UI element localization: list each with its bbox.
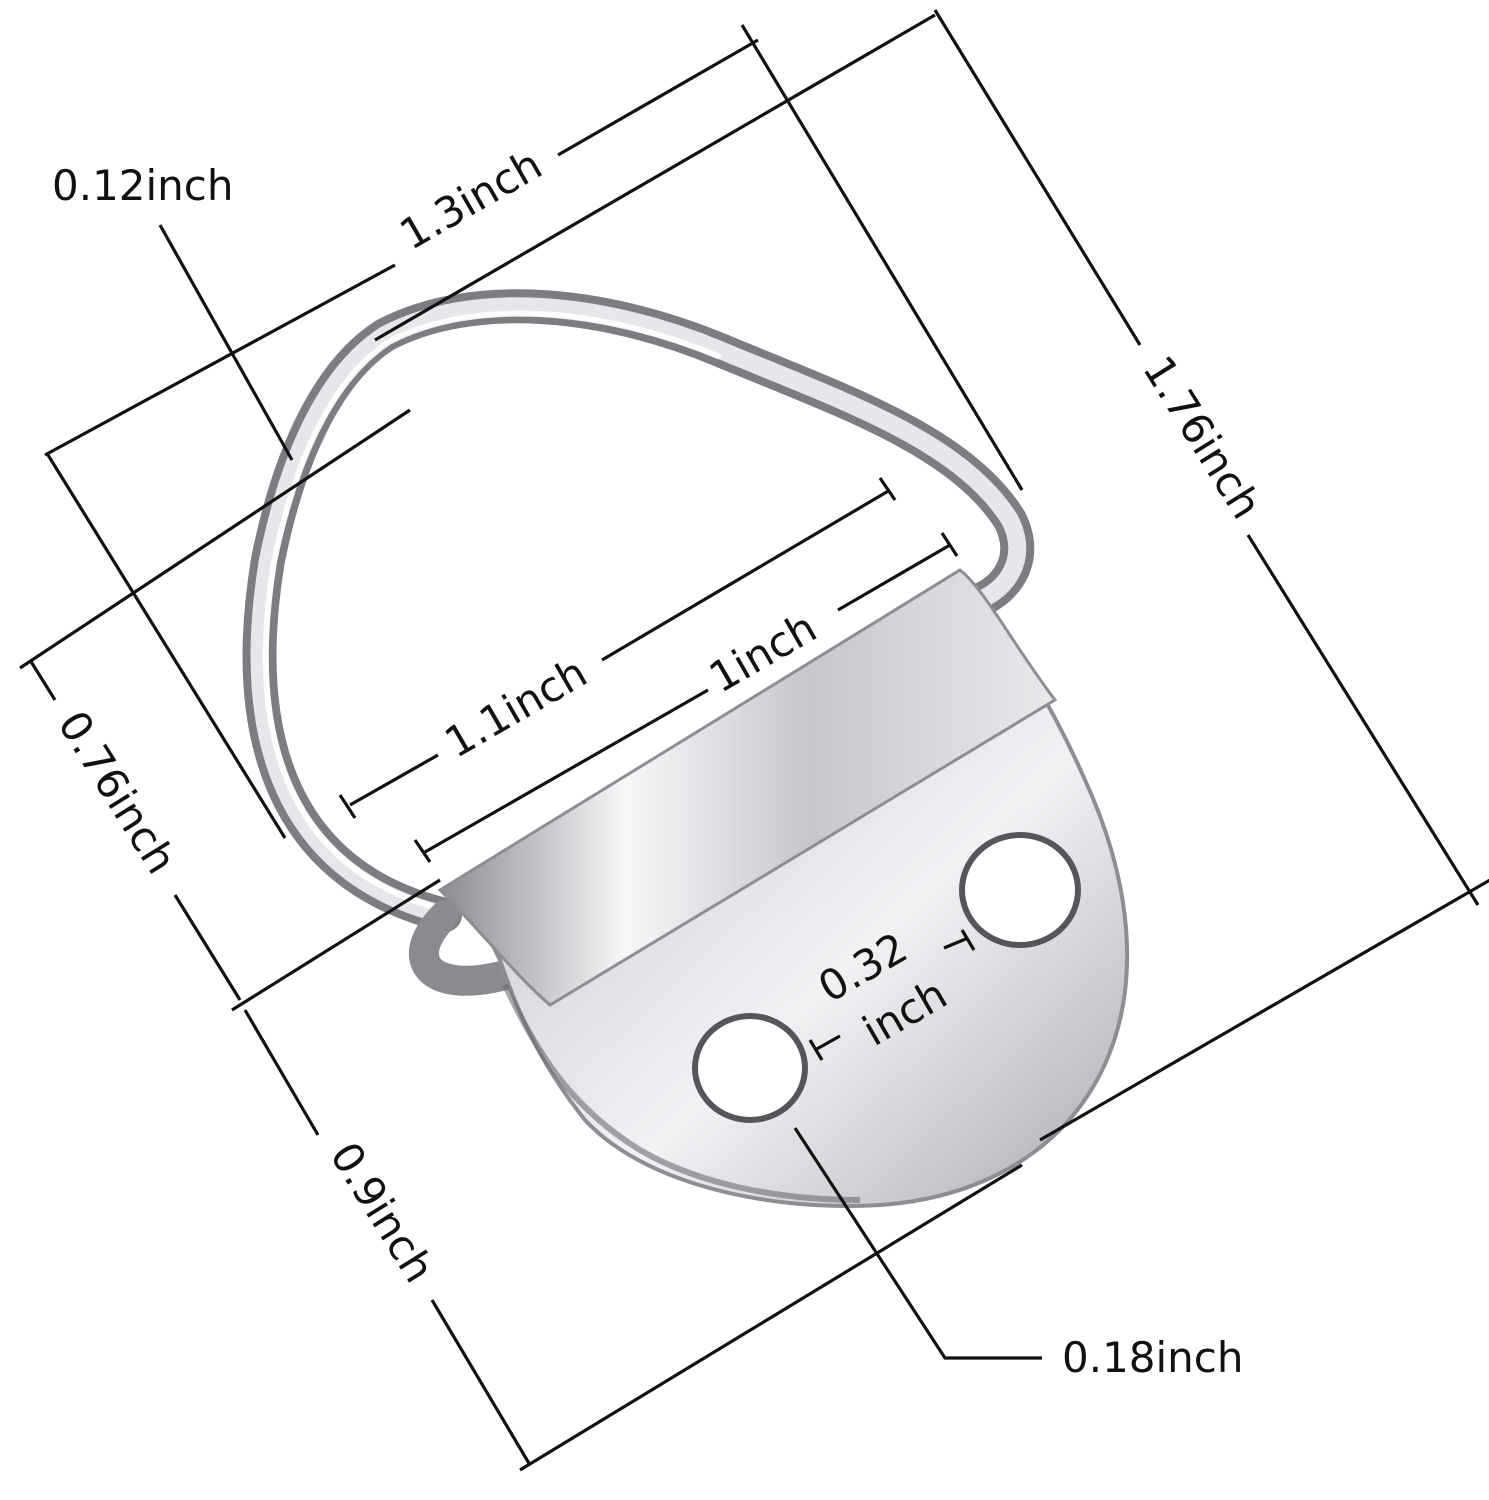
label-plate-height: 0.9inch <box>321 1134 445 1291</box>
mounting-hole-upper <box>959 832 1081 948</box>
dim-0-9-line-b <box>430 1299 532 1466</box>
dim-0-32-tick-right <box>960 929 976 951</box>
dim-1-3-ext-right <box>740 24 1024 491</box>
dim-1-3-ext-left <box>46 454 287 839</box>
ring-wire-shine <box>262 310 721 913</box>
label-overall-width: 1.3inch <box>391 140 550 260</box>
label-ring-wire: 0.12inch <box>52 161 234 210</box>
dim-1-tick-left <box>413 839 432 863</box>
plate-bend <box>437 568 1058 1007</box>
dim-0-32-line-left <box>814 1034 841 1052</box>
dimension-lines <box>19 9 1489 1472</box>
plate-edge-shadow <box>502 983 861 1203</box>
dim-1-line-b <box>837 543 951 612</box>
dim-1-76-ext-top <box>933 9 1142 346</box>
dim-1-1-line-a <box>349 753 439 807</box>
dim-0-76-ext-bottom <box>231 878 441 1012</box>
dim-1-1-tick-right <box>878 477 897 501</box>
dim-0-9-base <box>519 1163 1023 1472</box>
dim-1-3-line-a <box>44 263 396 457</box>
dim-1-76-line-b <box>1246 534 1480 906</box>
label-ring-height: 0.76inch <box>48 702 186 882</box>
dim-0-76-line-a <box>28 659 57 701</box>
label-plate-width: 1.1inch <box>436 648 595 768</box>
mounting-hole-lower <box>692 1013 808 1123</box>
dim-1-line-a <box>424 688 709 854</box>
dim-0-76-line-b <box>173 894 242 1001</box>
dim-0-12-leader <box>158 224 294 461</box>
dim-0-32-line-right <box>943 936 969 950</box>
dim-1-3-line-b <box>557 38 759 157</box>
dim-outer-line <box>374 13 936 342</box>
dim-1-76-base <box>1039 878 1489 1142</box>
dim-1-tick-right <box>940 532 959 557</box>
label-overall-height: 1.76inch <box>1133 347 1271 527</box>
ring-wire-lower <box>409 900 520 996</box>
dim-1-1-tick-left <box>338 794 357 819</box>
dim-0-9-line-a <box>243 1009 320 1136</box>
d-ring-product <box>242 289 1130 1208</box>
dim-0-18-leader <box>793 1127 1042 1360</box>
dim-1-1-line-b <box>601 488 891 662</box>
dim-0-76-ext-top <box>19 408 411 670</box>
ring-wire-highlight <box>250 297 1027 924</box>
label-hole-diameter: 0.18inch <box>1062 1333 1244 1382</box>
